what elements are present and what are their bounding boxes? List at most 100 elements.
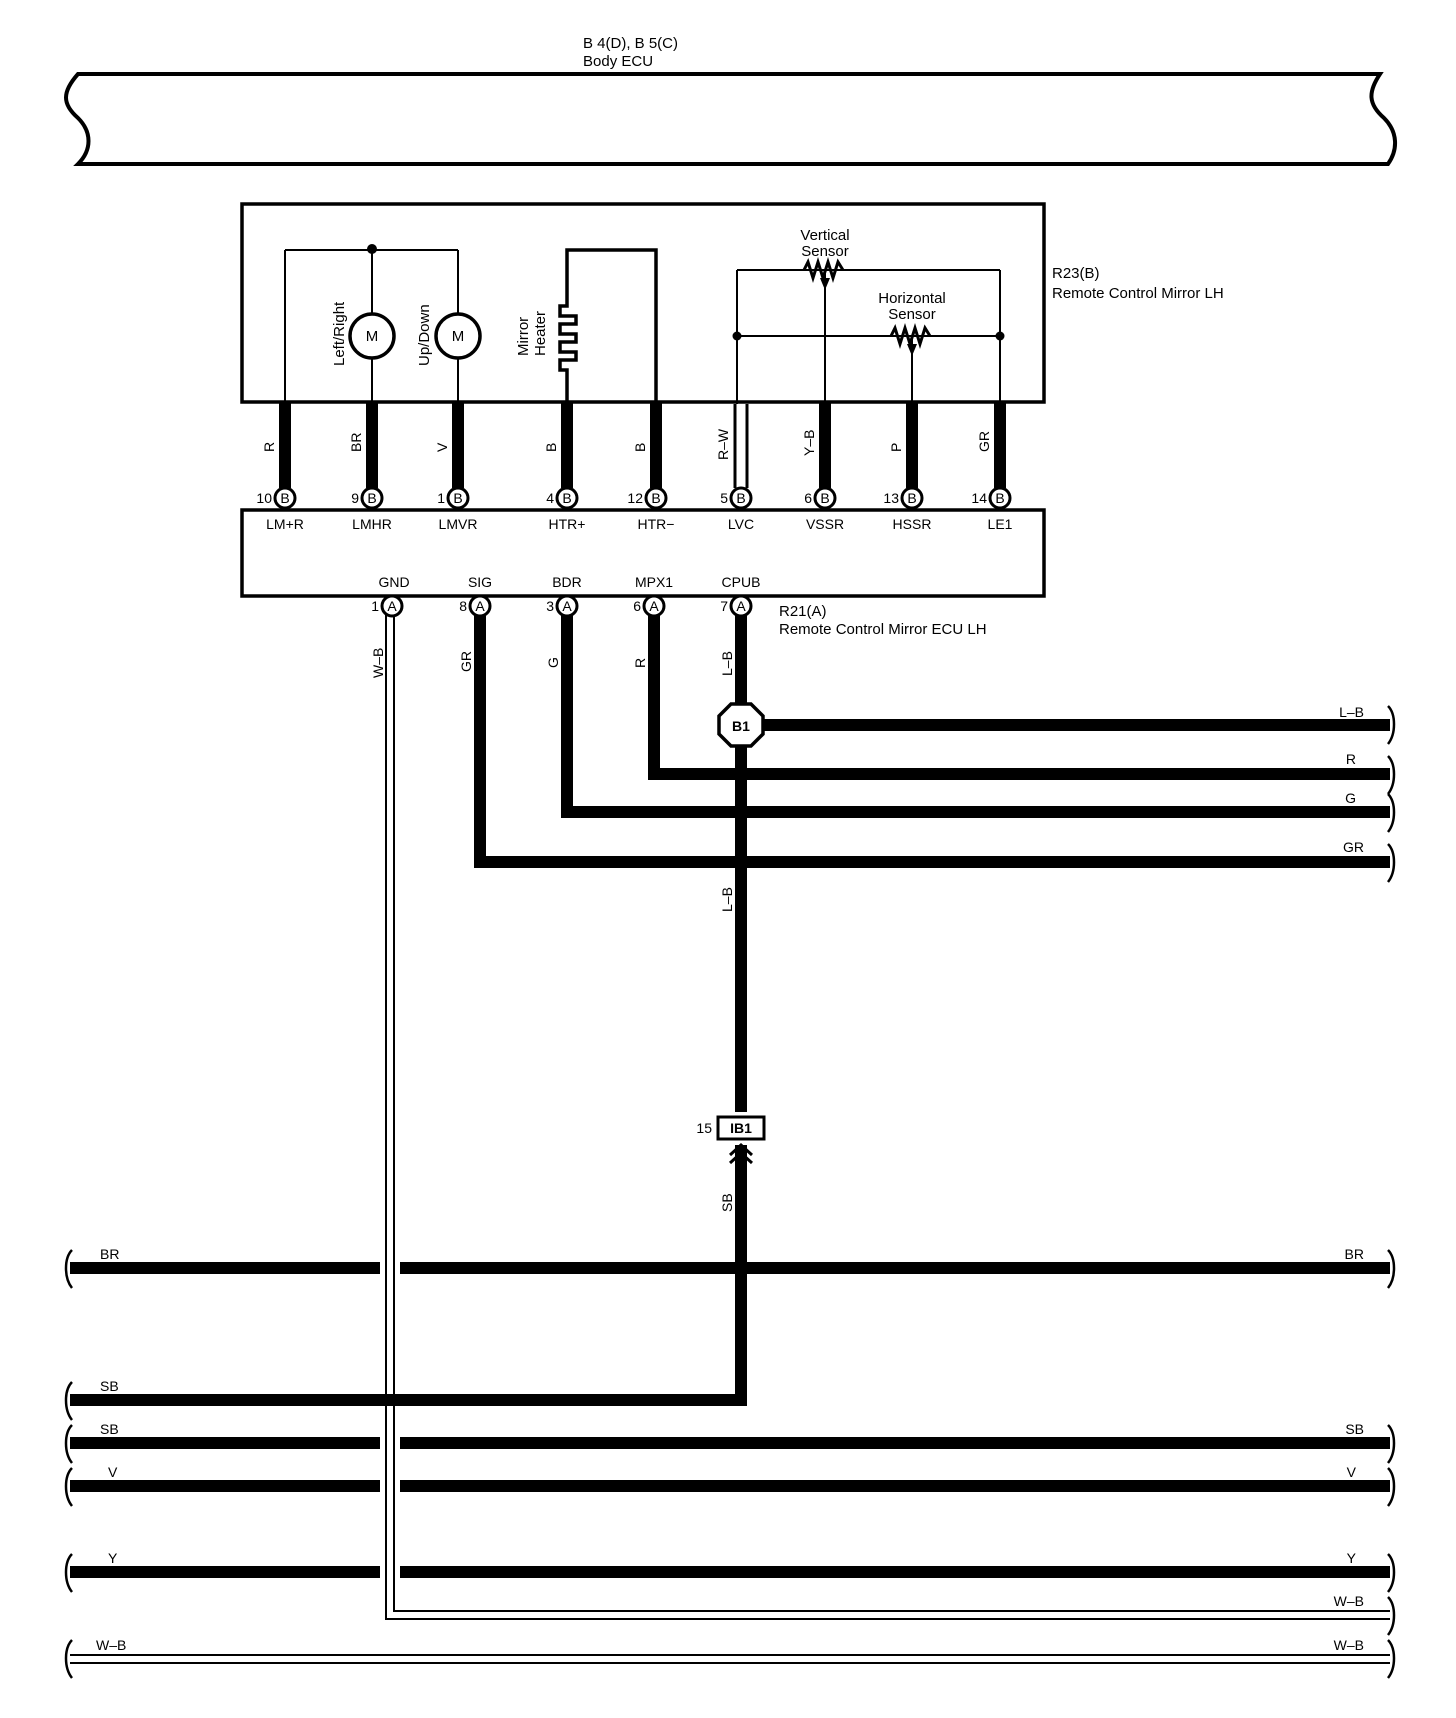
svg-text:LMVR: LMVR	[439, 516, 478, 532]
body-ecu: B 4(D), B 5(C) Body ECU	[64, 35, 1397, 166]
svg-text:A: A	[562, 598, 572, 614]
svg-text:LVC: LVC	[728, 516, 754, 532]
ecu-connector: R21(A)	[779, 603, 827, 620]
svg-text:14: 14	[971, 490, 987, 506]
wire-label: BR	[348, 433, 364, 452]
ecu-wire-labels: W–B GR G R L–B L–B SB	[370, 648, 735, 1212]
svg-text:HSSR: HSSR	[893, 516, 932, 532]
heater-label-2: Heater	[532, 311, 549, 356]
svg-text:12: 12	[627, 490, 643, 506]
svg-text:MPX1: MPX1	[635, 574, 673, 590]
motor-lr-label: Left/Right	[331, 301, 348, 366]
svg-text:8: 8	[459, 598, 467, 614]
horizontal-sensor: Horizontal Sensor	[878, 290, 946, 356]
svg-text:A: A	[387, 598, 397, 614]
mirror-name: Remote Control Mirror LH	[1052, 285, 1224, 302]
hsensor-label-2: Sensor	[888, 306, 936, 323]
svg-text:1: 1	[437, 490, 445, 506]
svg-text:B: B	[820, 490, 829, 506]
svg-text:13: 13	[883, 490, 899, 506]
svg-text:B: B	[367, 490, 376, 506]
svg-text:9: 9	[351, 490, 359, 506]
ecu-box: R21(A) Remote Control Mirror ECU LH	[240, 508, 1046, 638]
svg-text:B: B	[280, 490, 289, 506]
junction-b1: B1	[717, 702, 765, 748]
vertical-sensor: Vertical Sensor	[800, 227, 850, 290]
pin-7-a: A7 CPUB	[720, 574, 761, 618]
svg-text:BR: BR	[1345, 1246, 1364, 1262]
wire-label: R	[261, 442, 277, 452]
motor-lr-symbol: M	[366, 328, 379, 345]
wire-label: Y–B	[801, 430, 817, 456]
svg-text:SB: SB	[100, 1421, 119, 1437]
svg-text:HTR+: HTR+	[549, 516, 586, 532]
svg-text:6: 6	[633, 598, 641, 614]
svg-text:G: G	[1345, 790, 1356, 806]
svg-text:GR: GR	[1343, 839, 1364, 855]
ib1-label: IB1	[730, 1120, 752, 1136]
left-break-marks	[64, 1249, 74, 1679]
motor-ud-symbol: M	[452, 328, 465, 345]
svg-text:B: B	[736, 490, 745, 506]
mirror-wires	[279, 402, 1006, 488]
rw-wire	[733, 404, 749, 488]
svg-text:A: A	[649, 598, 659, 614]
svg-text:1: 1	[371, 598, 379, 614]
lower-bus-labels: BR BR SB SB SB V V Y Y W–B W–B W–B	[96, 1246, 1364, 1653]
svg-text:R: R	[1346, 751, 1356, 767]
svg-text:W–B: W–B	[1334, 1637, 1364, 1653]
sensor-wiring	[736, 269, 1001, 404]
svg-text:BDR: BDR	[552, 574, 582, 590]
svg-text:HTR−: HTR−	[638, 516, 675, 532]
wire-label: R	[632, 658, 648, 668]
svg-text:4: 4	[546, 490, 554, 506]
svg-text:5: 5	[720, 490, 728, 506]
body-ecu-bar	[64, 72, 1397, 166]
heater-label-1: Mirror	[515, 317, 532, 356]
wire-label: W–B	[370, 648, 386, 678]
wire-label: R–W	[715, 428, 731, 460]
wire-label: GR	[976, 431, 992, 452]
up-down-motor: M Up/Down	[416, 304, 482, 366]
pin-1-a: A1 GND	[371, 574, 410, 618]
svg-text:B: B	[453, 490, 462, 506]
ib1-connector: IB1 15	[696, 1115, 766, 1165]
wire-label: L–B	[719, 887, 735, 912]
svg-text:Y: Y	[108, 1550, 118, 1566]
hsensor-label-1: Horizontal	[878, 290, 946, 307]
svg-text:GND: GND	[378, 574, 409, 590]
svg-text:L–B: L–B	[1339, 704, 1364, 720]
svg-text:7: 7	[720, 598, 728, 614]
wire-label: B	[632, 443, 648, 452]
svg-text:3: 3	[546, 598, 554, 614]
vsensor-label-1: Vertical	[800, 227, 849, 244]
mirror-heater: Mirror Heater	[515, 248, 658, 404]
svg-text:A: A	[736, 598, 746, 614]
svg-text:LE1: LE1	[988, 516, 1013, 532]
vsensor-label-2: Sensor	[801, 243, 849, 260]
svg-text:V: V	[108, 1464, 118, 1480]
pin-6-a: A6 MPX1	[633, 574, 673, 618]
left-right-motor: M Left/Right	[331, 301, 396, 366]
svg-text:CPUB: CPUB	[722, 574, 761, 590]
svg-text:B: B	[995, 490, 1004, 506]
svg-text:W–B: W–B	[96, 1637, 126, 1653]
junction-label: B1	[732, 718, 750, 734]
svg-text:B: B	[907, 490, 916, 506]
wire-label: L–B	[719, 651, 735, 676]
svg-text:LM+R: LM+R	[266, 516, 304, 532]
svg-text:A: A	[475, 598, 485, 614]
svg-text:6: 6	[804, 490, 812, 506]
motor-ud-label: Up/Down	[416, 304, 433, 366]
bottom-wb-wire	[70, 1654, 1390, 1664]
ecu-output-wires	[70, 606, 1390, 1406]
body-ecu-name: Body ECU	[583, 53, 653, 70]
